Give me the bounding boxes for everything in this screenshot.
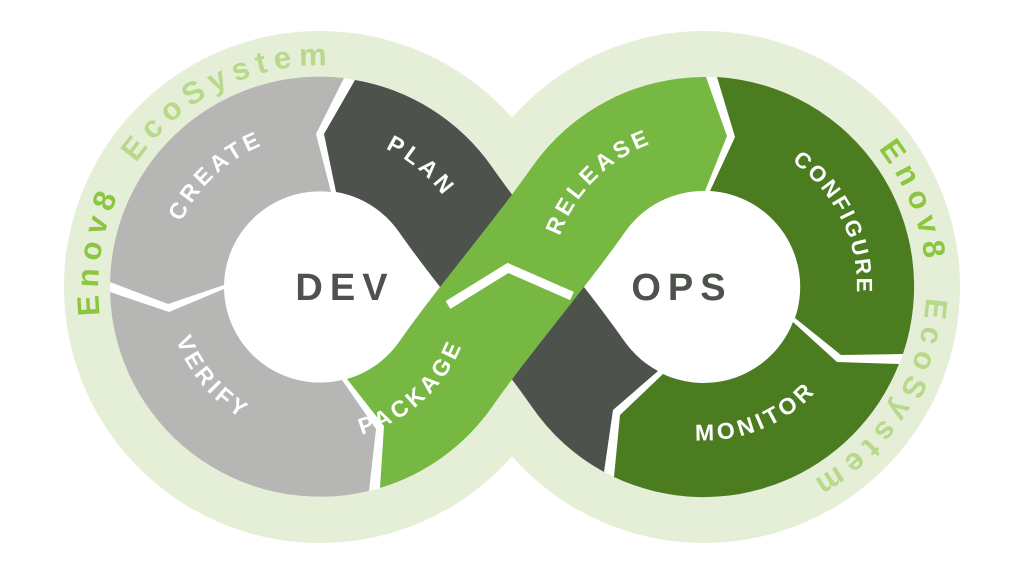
segment-configure <box>710 77 915 355</box>
ops-center-label: OPS <box>631 267 732 309</box>
dev-center-label: DEV <box>295 267 394 309</box>
segment-monitor <box>614 322 899 498</box>
segment-create <box>110 76 344 304</box>
segment-verify <box>110 289 376 497</box>
chevron-divider-package-release-icon <box>445 262 574 309</box>
